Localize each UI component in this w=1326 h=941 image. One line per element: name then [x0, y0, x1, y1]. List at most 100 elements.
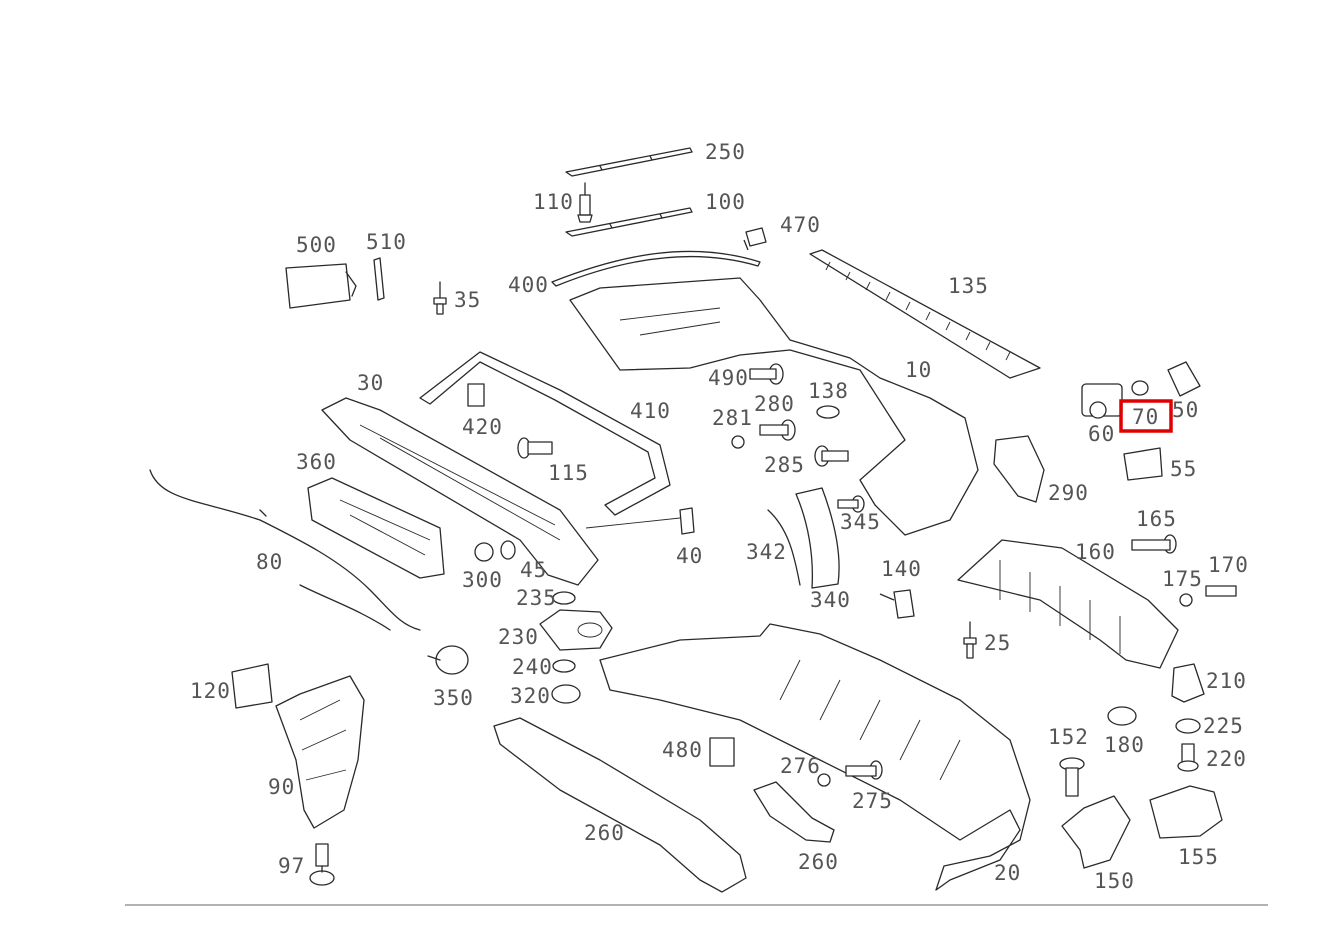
part-342-trim	[767, 509, 801, 586]
callout-150[interactable]: 150	[1094, 869, 1135, 893]
callout-420[interactable]: 420	[462, 415, 503, 439]
callout-280[interactable]: 280	[754, 392, 795, 416]
callout-35[interactable]: 35	[454, 288, 481, 312]
callout-180[interactable]: 180	[1104, 733, 1145, 757]
callout-510[interactable]: 510	[366, 230, 407, 254]
callout-70[interactable]: 70	[1132, 405, 1159, 429]
callout-470[interactable]: 470	[780, 213, 821, 237]
callout-115[interactable]: 115	[548, 461, 589, 485]
part-260-left-bar	[493, 717, 747, 893]
part-30-beam	[321, 397, 599, 586]
part-220-bolt	[1177, 743, 1199, 772]
part-285-bolt	[814, 445, 849, 467]
callout-400[interactable]: 400	[508, 273, 549, 297]
callout-140[interactable]: 140	[881, 557, 922, 581]
callout-165[interactable]: 165	[1136, 507, 1177, 531]
callout-300[interactable]: 300	[462, 568, 503, 592]
callout-260-right[interactable]: 260	[798, 850, 839, 874]
callout-30[interactable]: 30	[357, 371, 384, 395]
part-50-holder	[1167, 361, 1201, 397]
part-97-bolt	[309, 843, 335, 886]
callout-260-left[interactable]: 260	[584, 821, 625, 845]
part-235-washer	[552, 591, 576, 605]
part-260-right-bar	[753, 781, 835, 843]
part-40-plug	[585, 507, 695, 535]
callout-10[interactable]: 10	[905, 358, 932, 382]
part-90-bracket	[275, 675, 365, 829]
part-10-bumper-upper	[569, 277, 979, 536]
part-280-bolt	[759, 419, 796, 441]
callout-285[interactable]: 285	[764, 453, 805, 477]
part-135-ribbed-strip	[809, 249, 1041, 379]
callout-60[interactable]: 60	[1088, 422, 1115, 446]
callout-50[interactable]: 50	[1172, 398, 1199, 422]
callout-135[interactable]: 135	[948, 274, 989, 298]
callout-55[interactable]: 55	[1170, 457, 1197, 481]
callout-40[interactable]: 40	[676, 544, 703, 568]
callout-340[interactable]: 340	[810, 588, 851, 612]
highlight-box-70	[1119, 399, 1173, 433]
part-300-grommet	[474, 542, 494, 562]
callout-120[interactable]: 120	[190, 679, 231, 703]
callout-160[interactable]: 160	[1075, 540, 1116, 564]
callout-138[interactable]: 138	[808, 379, 849, 403]
callout-290[interactable]: 290	[1048, 481, 1089, 505]
callout-152[interactable]: 152	[1048, 725, 1089, 749]
callout-235[interactable]: 235	[516, 586, 557, 610]
callout-276[interactable]: 276	[780, 754, 821, 778]
callout-281[interactable]: 281	[712, 406, 753, 430]
callout-500[interactable]: 500	[296, 233, 337, 257]
callout-170[interactable]: 170	[1208, 553, 1249, 577]
callout-410[interactable]: 410	[630, 399, 671, 423]
callout-97[interactable]: 97	[278, 854, 305, 878]
part-140-latch	[879, 589, 915, 619]
callout-175[interactable]: 175	[1162, 567, 1203, 591]
part-340-panel	[795, 487, 840, 589]
part-180-grommet	[1107, 706, 1137, 726]
callout-110[interactable]: 110	[533, 190, 574, 214]
callout-230[interactable]: 230	[498, 625, 539, 649]
callout-275[interactable]: 275	[852, 789, 893, 813]
part-470-bracket	[743, 227, 767, 251]
callout-490[interactable]: 490	[708, 366, 749, 390]
part-45-washer	[500, 540, 516, 560]
part-20-bumper-lower	[599, 623, 1031, 891]
callout-100[interactable]: 100	[705, 190, 746, 214]
part-100-strip	[565, 207, 693, 237]
part-138-washer	[816, 405, 840, 419]
callout-210[interactable]: 210	[1206, 669, 1247, 693]
part-165-bolt	[1131, 534, 1177, 554]
callout-250[interactable]: 250	[705, 140, 746, 164]
callout-342[interactable]: 342	[746, 540, 787, 564]
part-60-sensor	[1081, 383, 1123, 419]
part-110-clip	[577, 182, 593, 223]
part-410-frame	[419, 351, 671, 516]
part-25-pin	[963, 621, 977, 659]
part-510-rod	[373, 257, 385, 301]
callout-45[interactable]: 45	[520, 558, 547, 582]
callout-90[interactable]: 90	[268, 775, 295, 799]
part-345-bolt	[837, 495, 865, 513]
callout-220[interactable]: 220	[1206, 747, 1247, 771]
callout-labels: 250 110 100 470 500 510 35 400 135 10 30…	[190, 140, 1249, 893]
callout-155[interactable]: 155	[1178, 845, 1219, 869]
part-276-nut	[817, 773, 831, 787]
callout-20[interactable]: 20	[994, 861, 1021, 885]
callout-345[interactable]: 345	[840, 510, 881, 534]
callout-350[interactable]: 350	[433, 686, 474, 710]
part-175-nut	[1179, 593, 1193, 607]
part-55-cover	[1123, 447, 1163, 481]
callout-320[interactable]: 320	[510, 684, 551, 708]
part-275-bolt	[845, 760, 883, 780]
callout-25[interactable]: 25	[984, 631, 1011, 655]
part-360-bracket	[307, 477, 445, 579]
part-480-clip	[709, 737, 735, 767]
callout-480[interactable]: 480	[662, 738, 703, 762]
callout-80[interactable]: 80	[256, 550, 283, 574]
part-120-panel	[231, 663, 273, 709]
part-80-wiring-harness	[149, 469, 421, 631]
callout-240[interactable]: 240	[512, 655, 553, 679]
callout-360[interactable]: 360	[296, 450, 337, 474]
callout-225[interactable]: 225	[1203, 714, 1244, 738]
part-290-reflector	[993, 435, 1045, 503]
